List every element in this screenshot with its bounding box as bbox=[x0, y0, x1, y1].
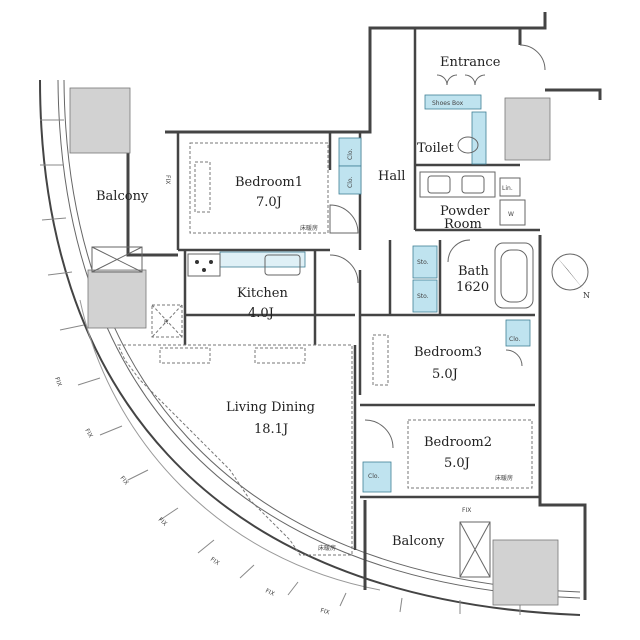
closet-label: Clo. bbox=[509, 336, 520, 343]
bedroom1-size: 7.0J bbox=[256, 195, 282, 210]
living-floor-heating-area bbox=[117, 344, 353, 556]
fix-labels: FIX FIX FIX FIX FIX FIX FIX FIX FIX bbox=[53, 175, 471, 616]
kitchen-name: Kitchen bbox=[237, 286, 288, 301]
floor-heating-label: 床暖房 bbox=[318, 544, 336, 552]
storage-top bbox=[412, 245, 438, 279]
balcony-unit-upper bbox=[69, 87, 131, 154]
floor-heating-label: 床暖房 bbox=[495, 474, 513, 482]
shoes-box-label: Shoes Box bbox=[432, 100, 464, 107]
svg-text:FIX: FIX bbox=[157, 516, 169, 527]
washbasin bbox=[461, 175, 485, 194]
balcony-top-label: Balcony bbox=[96, 189, 149, 204]
bedroom3-size: 5.0J bbox=[432, 367, 458, 382]
closet-bedroom1-bottom bbox=[338, 165, 362, 195]
storage-label: Sto. bbox=[417, 259, 429, 266]
closet-label: Clo. bbox=[347, 149, 354, 160]
burner-icon bbox=[195, 260, 199, 264]
storage-bottom bbox=[412, 279, 438, 313]
bedroom2-name: Bedroom2 bbox=[424, 435, 492, 450]
bedroom3-furniture bbox=[372, 334, 389, 386]
linen-cabinet bbox=[499, 177, 521, 197]
washer-space bbox=[499, 199, 526, 226]
kitchen-sink bbox=[264, 254, 301, 276]
closet-bedroom2 bbox=[362, 461, 392, 493]
bathtub bbox=[494, 242, 534, 309]
floor-heating-label: 床暖房 bbox=[300, 224, 318, 232]
svg-text:FIX: FIX bbox=[319, 607, 330, 616]
cooktop bbox=[187, 253, 221, 277]
closet-bedroom3 bbox=[505, 319, 531, 347]
balcony-unit-bottom bbox=[492, 539, 559, 606]
living-furniture bbox=[254, 347, 306, 364]
living-furniture bbox=[159, 347, 211, 364]
closet-label: Clo. bbox=[368, 473, 379, 480]
bathtub-inner bbox=[500, 249, 528, 303]
bedroom1-furniture bbox=[194, 161, 211, 213]
balcony-unit-lower bbox=[87, 269, 147, 329]
toilet-label: Toilet bbox=[417, 141, 454, 156]
bedroom1-name: Bedroom1 bbox=[235, 175, 303, 190]
door-swings bbox=[329, 44, 546, 449]
svg-text:FIX: FIX bbox=[209, 556, 221, 567]
vanity bbox=[419, 171, 496, 198]
bath-size-label: 1620 bbox=[456, 280, 489, 295]
refrigerator-label: R bbox=[164, 319, 168, 326]
kitchen-counter bbox=[219, 251, 306, 268]
north-label: N bbox=[583, 291, 590, 300]
refrigerator-space bbox=[151, 304, 183, 338]
burner-icon bbox=[209, 260, 213, 264]
svg-text:FIX: FIX bbox=[462, 507, 471, 514]
washbasin bbox=[427, 175, 451, 194]
living-dining-size: 18.1J bbox=[254, 422, 288, 437]
hall-label: Hall bbox=[378, 169, 405, 184]
window-mullions bbox=[40, 119, 521, 615]
outer-walls bbox=[126, 12, 602, 600]
linen-label: Lin. bbox=[502, 185, 513, 192]
balcony-bottom-label: Balcony bbox=[392, 534, 445, 549]
svg-text:FIX: FIX bbox=[164, 175, 171, 184]
living-dining-name: Living Dining bbox=[226, 400, 315, 415]
curved-window-wall bbox=[39, 79, 581, 616]
powder-room-label-line1: Powder bbox=[440, 204, 490, 219]
shoes-box bbox=[424, 94, 482, 110]
balcony-unit-right bbox=[504, 97, 551, 161]
north-compass-icon: N bbox=[551, 253, 590, 300]
storage-label: Sto. bbox=[417, 293, 429, 300]
closet-label: Clo. bbox=[347, 177, 354, 188]
aircon-outdoor-unit bbox=[91, 246, 143, 273]
powder-room-label-line2: Room bbox=[444, 217, 482, 232]
svg-text:FIX: FIX bbox=[53, 376, 63, 387]
aircon-outdoor-unit-bottom bbox=[459, 521, 491, 578]
svg-text:FIX: FIX bbox=[118, 475, 129, 487]
toilet-bowl bbox=[457, 136, 479, 154]
bedroom2-furniture-area bbox=[407, 419, 533, 489]
bath-label: Bath bbox=[458, 264, 490, 279]
washer-label: W bbox=[508, 211, 514, 218]
svg-text:FIX: FIX bbox=[264, 587, 275, 597]
svg-text:FIX: FIX bbox=[83, 428, 94, 440]
toilet-storage bbox=[471, 111, 487, 165]
bedroom2-size: 5.0J bbox=[444, 456, 470, 471]
kitchen-size: 4.0J bbox=[248, 306, 274, 321]
bedroom3-name: Bedroom3 bbox=[414, 345, 482, 360]
burner-icon bbox=[202, 268, 206, 272]
entrance-label: Entrance bbox=[440, 55, 501, 70]
bedroom1-furniture-area bbox=[189, 142, 329, 234]
